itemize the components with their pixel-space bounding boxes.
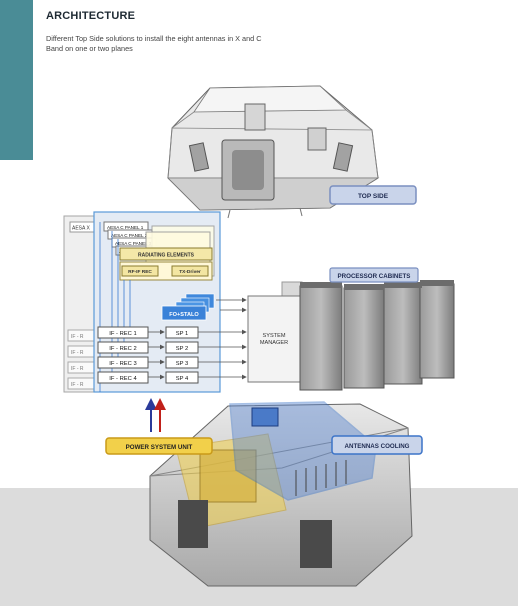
signal-processors: SP 1 SP 2 SP 3 SP 4 (165, 326, 199, 384)
rf-if-rec-label: RF-IF REC (128, 269, 152, 275)
page-description: Different Top Side solutions to install … (46, 34, 262, 53)
ghost-if-rec-label: IF - R (71, 334, 84, 340)
sp-box (165, 371, 199, 384)
system-manager-label: MANAGER (260, 340, 288, 346)
processor-cabinets-label: PROCESSOR CABINETS (338, 273, 411, 280)
if-rec-box (97, 326, 149, 339)
page-title: ARCHITECTURE (46, 10, 136, 22)
antennas-cooling-label-box (331, 435, 423, 455)
signal-connectors (148, 297, 304, 380)
sp-label: SP 2 (176, 346, 188, 352)
system-manager: SYSTEM MANAGER (247, 281, 303, 383)
top-side-label: TOP SIDE (358, 193, 389, 200)
if-receivers: IF - REC 1 IF - REC 2 IF - REC 3 IF - RE… (97, 326, 149, 384)
sp-label: SP 3 (176, 361, 188, 367)
cabinet (419, 283, 455, 379)
deckhouse (149, 401, 413, 587)
processor-cabinets-label-box (329, 267, 419, 283)
aesa-x-label: AESA X (72, 226, 90, 232)
power-system-unit-label: POWER SYSTEM UNIT (126, 444, 193, 451)
aesa-panel-label: AESA C PANEL 3 (115, 241, 152, 246)
if-rec-box (97, 356, 149, 369)
tx-driver-label: TX-Driver (179, 269, 201, 275)
aesa-panel-label: AESA C PANEL 2 (111, 233, 148, 238)
processor-cabinets (299, 280, 455, 391)
if-rec-label: IF - REC 4 (109, 376, 137, 382)
power-arrows (145, 398, 166, 432)
ghost-if-rec-label: IF - R (71, 366, 84, 372)
fo-stalo-label: FO+STALO (169, 312, 199, 318)
cabinet (343, 287, 385, 389)
sp-box (165, 356, 199, 369)
cabinet (383, 285, 423, 385)
if-rec-label: IF - REC 3 (109, 361, 136, 367)
top-side-mast (167, 85, 380, 219)
ghost-if-rec-label: IF - R (71, 382, 84, 388)
power-system-unit-label-box (105, 437, 213, 455)
sp-box (165, 326, 199, 339)
if-rec-box (97, 341, 149, 354)
radiating-elements-label: RADIATING ELEMENTS (138, 253, 195, 259)
sp-box (165, 341, 199, 354)
if-rec-label: IF - REC 2 (109, 346, 136, 352)
top-side-label-box (329, 185, 417, 205)
sp-label: SP 4 (176, 376, 189, 382)
cabinet (299, 285, 343, 391)
if-rec-box (97, 371, 149, 384)
aesa-panel-label: AESA C PANEL 1 (107, 225, 144, 230)
sp-label: SP 1 (176, 331, 188, 337)
system-manager-label: SYSTEM (262, 333, 285, 339)
antennas-cooling-label: ANTENNAS COOLING (345, 443, 410, 450)
ghost-if-rec-label: IF - R (71, 350, 84, 356)
ghost-if-rec-rows: IF - R IF - R IF - R IF - R (67, 329, 95, 390)
teal-accent-bar (0, 0, 33, 160)
if-rec-label: IF - REC 1 (109, 331, 136, 337)
